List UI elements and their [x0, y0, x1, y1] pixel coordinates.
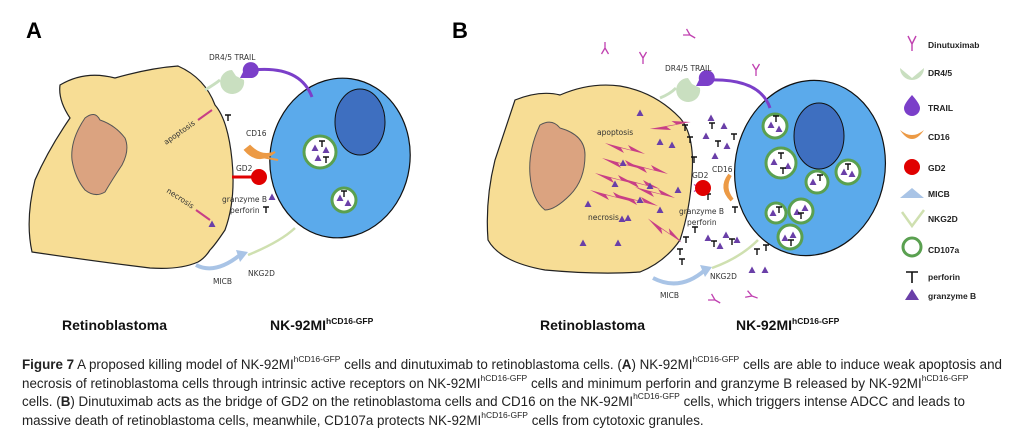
label-cd16-a: CD16 — [246, 129, 267, 138]
granules-b — [761, 112, 862, 251]
legend-label-micb: MICB — [928, 189, 950, 199]
trail-ligand-a — [240, 62, 259, 78]
figure-caption: Figure 7 A proposed killing model of NK-… — [22, 354, 1003, 430]
caption-text: ) NK-92MI — [631, 357, 693, 372]
retinoblastoma-cell-b — [486, 84, 694, 274]
label-micb-b: MICB — [660, 291, 679, 300]
granule-a2 — [330, 186, 358, 214]
legend-label-nkg2d: NKG2D — [928, 214, 958, 224]
nk-cell-b — [733, 79, 887, 257]
tumor-nucleus-b — [529, 121, 586, 211]
caption-sup: hCD16-GFP — [480, 372, 528, 383]
caption-sup: hCD16-GFP — [633, 391, 680, 402]
legend-label-cd107a: CD107a — [928, 245, 959, 255]
caption-text: cells are able to induce weak apoptosis … — [22, 357, 1003, 391]
nkg2d-icon — [900, 209, 925, 229]
caption-text: cells and dinutuximab to retinoblastoma … — [340, 357, 622, 372]
legend-label-perforin: perforin — [928, 272, 960, 282]
gd2-a — [251, 169, 267, 185]
cd16-icon — [900, 130, 924, 139]
gd2-b — [695, 180, 711, 196]
legend-label-cd16: CD16 — [928, 132, 950, 142]
nk-cell-a — [269, 77, 411, 239]
dr45-icon — [900, 68, 924, 80]
nk-nucleus-b — [793, 102, 845, 170]
panel-a-letter: A — [26, 18, 42, 43]
caption-figure-label: Figure 7 — [22, 357, 75, 372]
cd16-b — [723, 173, 734, 202]
caption-text: cells from cytotoxic granules. — [527, 412, 704, 428]
label-nkg2d-a: NKG2D — [248, 269, 275, 278]
label-necrosis-b: necrosis — [588, 213, 619, 222]
legend-label-dr45: DR4/5 — [928, 68, 952, 78]
legend-label-dinutuximab: Dinutuximab — [928, 40, 979, 50]
dr45-receptor-b — [676, 78, 701, 102]
label-dr45-trail-a: DR4/5 TRAIL — [209, 53, 256, 62]
cd16-a — [243, 144, 279, 161]
caption-text: cells. ( — [22, 394, 61, 410]
label-granzyme-a: granzyme B — [222, 195, 267, 204]
nkg2d-b — [711, 239, 759, 270]
micb-b — [652, 268, 707, 286]
caption-text: ) Dinutuximab acts as the bridge of GD2 … — [70, 394, 634, 410]
figure-diagram: A DR4/5 TRAIL CD16 GD2 granzyme B perfor… — [26, 18, 979, 333]
caption-panel-a: A — [621, 357, 632, 372]
legend-label-granzyme-b: granzyme B — [928, 291, 976, 301]
caption-text: cells, which triggers intense ADCC and l… — [22, 394, 965, 428]
label-perforin-b: perforin — [687, 218, 717, 227]
label-micb-a: MICB — [213, 277, 232, 286]
perforin-icon — [906, 271, 918, 283]
trail-ligand-b — [696, 70, 715, 86]
micb-icon — [900, 188, 924, 198]
caption-text: cells and minimum perforin and granzyme … — [527, 375, 922, 391]
label-nk-cell-a: NK-92MIhCD16-GFP — [270, 316, 374, 333]
caption-sup: hCD16-GFP — [481, 409, 528, 420]
dinutuximab-icon — [907, 35, 917, 51]
legend-label-trail: TRAIL — [928, 103, 953, 113]
label-nk-cell-b: NK-92MIhCD16-GFP — [736, 316, 840, 333]
label-cd16-b: CD16 — [712, 165, 733, 174]
dr45-receptor-a — [220, 70, 245, 94]
nk-nucleus-a — [334, 88, 386, 156]
trail-icon — [904, 95, 920, 116]
micb-a — [195, 253, 242, 271]
granule-a1 — [302, 134, 338, 170]
label-retinoblastoma-a: Retinoblastoma — [62, 317, 167, 333]
panel-a: A DR4/5 TRAIL CD16 GD2 granzyme B perfor… — [26, 18, 411, 333]
granzyme-b-icon — [905, 289, 919, 300]
tumor-nucleus-a — [71, 114, 128, 196]
label-gd2-b: GD2 — [692, 171, 709, 180]
label-retinoblastoma-b: Retinoblastoma — [540, 317, 645, 333]
label-perforin-a: perforin — [230, 206, 260, 215]
nkg2d-a — [247, 227, 296, 257]
label-nkg2d-b: NKG2D — [710, 272, 737, 281]
label-granzyme-b: granzyme B — [679, 207, 724, 216]
gd2-icon — [904, 159, 920, 175]
caption-sup: hCD16-GFP — [293, 354, 341, 364]
caption-text: A proposed killing model of NK-92MI — [74, 357, 294, 372]
legend-label-gd2: GD2 — [928, 163, 946, 173]
label-dr45-trail-b: DR4/5 TRAIL — [665, 64, 712, 73]
label-gd2-a: GD2 — [236, 164, 253, 173]
caption-panel-b: B — [60, 394, 71, 410]
caption-sup: hCD16-GFP — [921, 372, 969, 383]
cd107a-icon — [901, 236, 923, 258]
label-apoptosis-b: apoptosis — [597, 128, 633, 137]
legend: Dinutuximab DR4/5 TRAIL CD16 GD2 MICB NK… — [900, 35, 979, 301]
panel-b-letter: B — [452, 18, 468, 43]
retinoblastoma-cell-a — [28, 65, 234, 269]
panel-b: B DR4/5 TRAIL — [452, 18, 887, 333]
caption-sup: hCD16-GFP — [692, 354, 740, 364]
